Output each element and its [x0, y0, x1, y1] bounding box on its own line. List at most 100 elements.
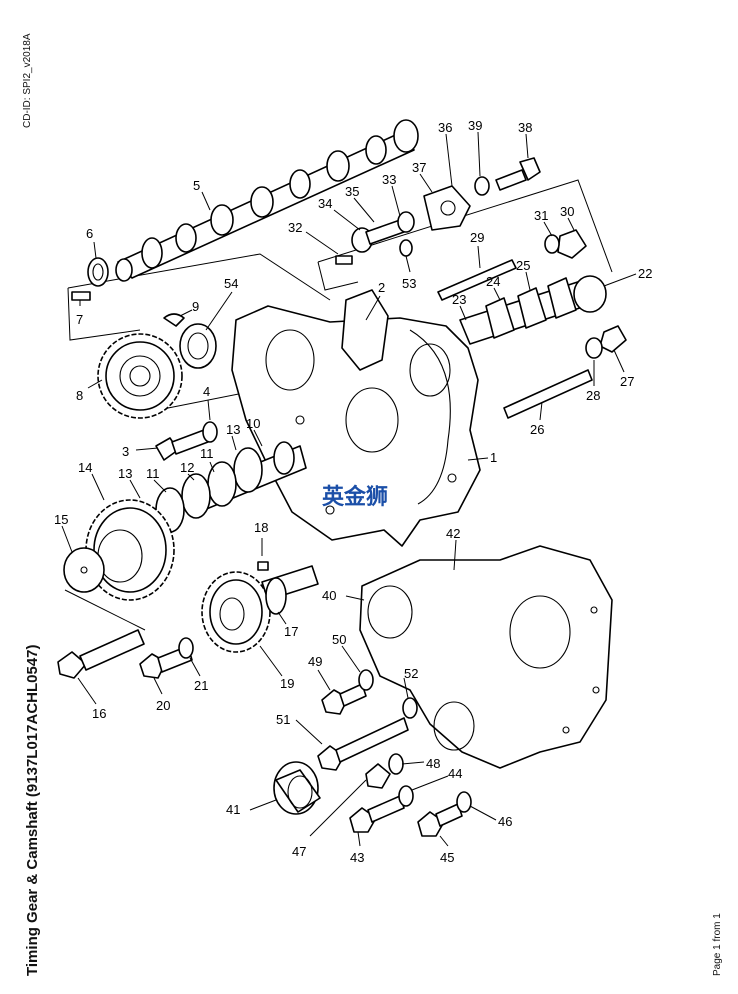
callout-number: 43	[350, 850, 364, 865]
callout-21: 21	[189, 657, 208, 693]
flange-washer	[474, 176, 490, 196]
callout-9: 9	[179, 299, 199, 317]
callout-12: 12	[180, 460, 194, 481]
callout-8: 8	[76, 379, 103, 403]
callout-number: 37	[412, 160, 426, 175]
callout-11b: 11	[146, 466, 167, 493]
callout-3: 3	[122, 444, 159, 459]
callout-33: 33	[382, 172, 401, 217]
callout-10: 10	[246, 416, 263, 447]
camshaft-gear	[97, 333, 183, 419]
callout-number: 3	[122, 444, 129, 459]
callout-number: 10	[246, 416, 260, 431]
callout-number: 41	[226, 802, 240, 817]
callout-number: 5	[193, 178, 200, 193]
callout-11a: 11	[200, 446, 215, 473]
callout-number: 7	[76, 312, 83, 327]
callout-52: 52	[403, 666, 418, 699]
callout-number: 21	[194, 678, 208, 693]
gear-key	[163, 313, 185, 327]
rocker-shaft	[437, 259, 517, 301]
callout-number: 6	[86, 226, 93, 241]
callout-number: 52	[404, 666, 418, 681]
callout-31: 31	[534, 208, 553, 237]
callout-19: 19	[259, 645, 294, 691]
callout-number: 47	[292, 844, 306, 859]
idler-gear	[201, 571, 271, 653]
callout-number: 13	[226, 422, 240, 437]
gear-bolt-washer	[202, 421, 218, 443]
callout-30: 30	[560, 204, 574, 231]
callout-53: 53	[402, 255, 416, 291]
flange-bolt	[495, 157, 541, 191]
callout-14: 14	[78, 460, 105, 501]
callout-number: 32	[288, 220, 302, 235]
callout-23: 23	[452, 292, 466, 321]
idler-washer	[178, 637, 194, 659]
callout-48: 48	[401, 756, 440, 771]
callout-5: 5	[193, 178, 211, 211]
callout-42: 42	[446, 526, 460, 571]
callout-41: 41	[226, 799, 277, 817]
callout-28: 28	[586, 360, 600, 403]
callout-number: 28	[586, 388, 600, 403]
callout-number: 14	[78, 460, 92, 475]
callout-2: 2	[365, 280, 385, 321]
callout-27: 27	[613, 349, 634, 389]
rocker-assembly	[459, 275, 607, 345]
callout-35: 35	[345, 184, 375, 223]
callout-37: 37	[412, 160, 433, 193]
callout-number: 12	[180, 460, 194, 475]
callout-number: 35	[345, 184, 359, 199]
callout-number: 39	[468, 118, 482, 133]
callout-1: 1	[467, 450, 497, 465]
callout-number: 22	[638, 266, 652, 281]
dowel	[335, 255, 353, 265]
idler-key	[257, 561, 269, 571]
woodruff-key	[71, 291, 91, 301]
callout-16: 16	[77, 677, 106, 721]
callout-number: 44	[448, 766, 462, 781]
callout-number: 2	[378, 280, 385, 295]
callout-number: 8	[76, 388, 83, 403]
callout-number: 13	[118, 466, 132, 481]
callout-24: 24	[486, 274, 500, 301]
idler-shaft	[261, 565, 319, 615]
washer-46	[456, 791, 472, 813]
callout-26: 26	[530, 401, 544, 437]
callout-number: 45	[440, 850, 454, 865]
oil-seal	[179, 323, 217, 369]
cover-bolt-49	[321, 683, 367, 715]
callout-43: 43	[350, 831, 364, 865]
callout-49: 49	[308, 654, 331, 691]
cover-flange	[423, 185, 471, 231]
stud-washer	[585, 337, 603, 359]
long-stud	[503, 369, 593, 419]
callout-number: 11	[200, 446, 214, 461]
callout-6: 6	[86, 226, 97, 259]
callout-4: 4	[203, 384, 211, 421]
callout-number: 30	[560, 204, 574, 219]
group-frame-right	[317, 179, 613, 291]
callout-number: 54	[224, 276, 238, 291]
callout-number: 50	[332, 632, 346, 647]
spring-clip	[399, 239, 413, 257]
cover-bolt-51	[317, 717, 409, 771]
end-washer	[544, 234, 560, 254]
callout-50: 50	[332, 632, 361, 673]
callout-54: 54	[205, 276, 238, 331]
spacer-stack	[155, 441, 307, 533]
front-cover	[359, 545, 613, 769]
camshaft-thrust-washer	[87, 257, 109, 287]
gasket	[341, 289, 389, 371]
callout-51: 51	[276, 712, 323, 745]
callout-number: 9	[192, 299, 199, 314]
callout-38: 38	[518, 120, 532, 159]
callout-29: 29	[470, 230, 484, 269]
callout-number: 15	[54, 512, 68, 527]
callout-number: 23	[452, 292, 466, 307]
callout-34: 34	[318, 196, 361, 231]
camshaft	[115, 119, 419, 282]
washer-50	[358, 669, 374, 691]
